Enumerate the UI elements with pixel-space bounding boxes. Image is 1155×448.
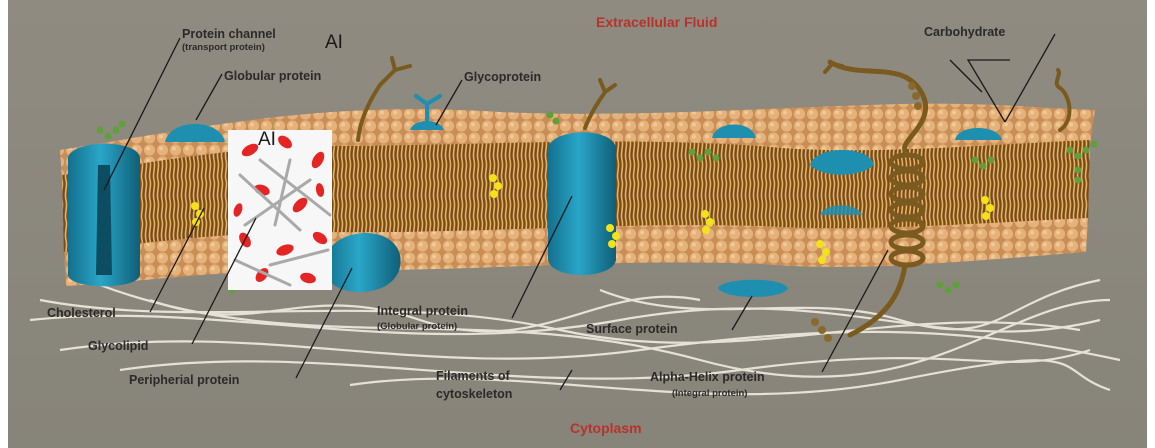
surface-protein-label: Surface protein (586, 322, 678, 336)
glycoprotein-label: Glycoprotein (464, 70, 541, 84)
overlay-image-patch (228, 130, 332, 290)
integral-protein-sublabel: (Globular protein) (377, 321, 457, 332)
peripheral-protein-label: Peripherial protein (129, 373, 239, 387)
cholesterol-label: Cholesterol (47, 306, 116, 320)
protein-channel-label: Protein channel (182, 27, 276, 41)
extracellular-fluid-label: Extracellular Fluid (596, 14, 717, 30)
ai-overlay-mark-1: AI (325, 32, 343, 53)
ai-overlay-mark-2: AI (258, 129, 276, 150)
alpha-helix-sublabel: (Integral protein) (672, 388, 747, 399)
filaments-label-line1: Filaments of (436, 369, 510, 383)
cytoplasm-label: Cytoplasm (570, 420, 642, 436)
filaments-label-line2: cytoskeleton (436, 387, 512, 401)
globular-protein-label: Globular protein (224, 69, 321, 83)
integral-protein-shape (548, 132, 616, 275)
integral-protein-label: Integral protein (377, 304, 468, 318)
carbohydrate-label: Carbohydrate (924, 25, 1005, 39)
protein-channel-shape (68, 144, 140, 287)
glycolipid-label: Glycolipid (88, 339, 148, 353)
protein-channel-sublabel: (transport protein) (182, 42, 265, 53)
alpha-helix-label: Alpha-Helix protein (650, 370, 765, 384)
